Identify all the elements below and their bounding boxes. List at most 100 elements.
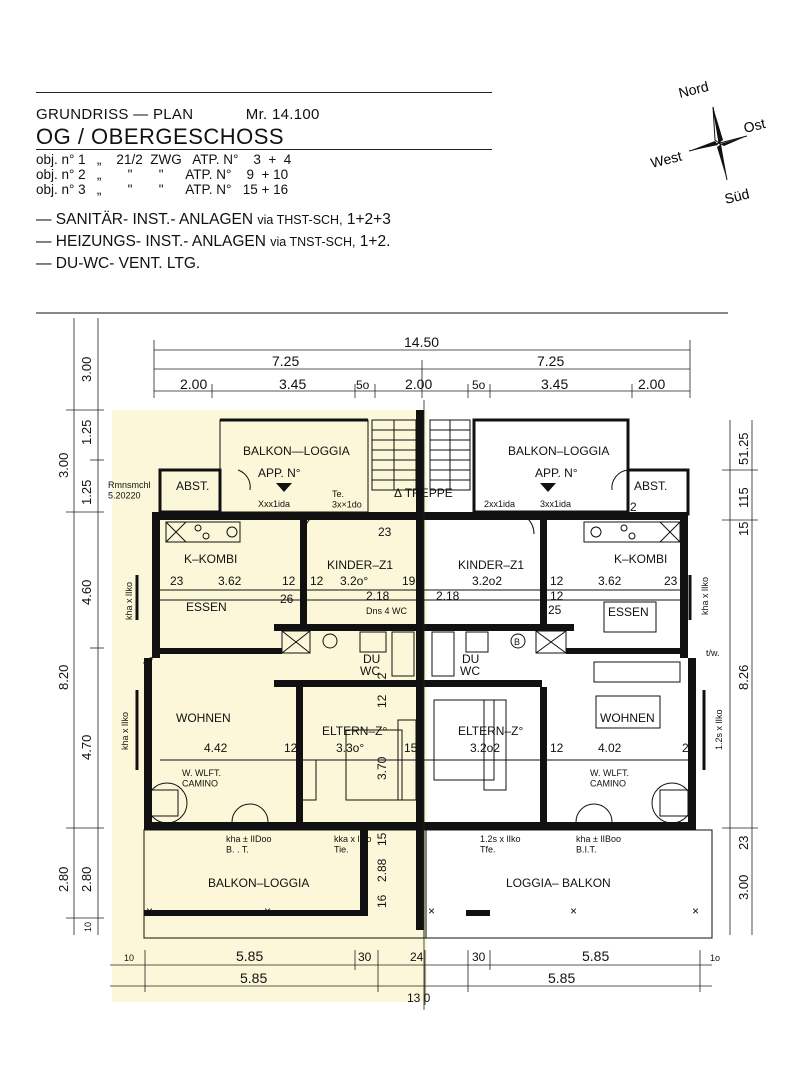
dim-bottom-3: 30 — [358, 950, 372, 964]
installation-sanitaer: — SANITÄR- INST.- ANLAGEN via THST-SCH, … — [36, 211, 391, 228]
left-abst-label: ABST. — [176, 479, 209, 493]
left-wohnen-label: WOHNEN — [176, 711, 231, 725]
svg-text:×: × — [264, 904, 271, 918]
dim-left-10: 10 — [83, 922, 93, 932]
right-app-sub2: 3xx1ida — [540, 499, 571, 509]
left-essen-label: ESSEN — [186, 600, 227, 614]
right-app-sub1: 2xx1ida — [484, 499, 515, 509]
right-kinder-dim-1: 2.18 — [436, 589, 460, 603]
left-camino-label: W. WLFT.CAMINO — [182, 768, 221, 788]
right-kinder-label: KINDER–Z1 — [458, 558, 524, 572]
right-kinder-area: 3.2o2 — [472, 574, 502, 588]
left-balkon-bottom-label: BALKON–LOGGIA — [208, 876, 309, 890]
dim-left-3: 3.00 — [56, 453, 71, 478]
svg-text:×: × — [146, 904, 153, 918]
left-kinder-area: 3.2o° — [340, 574, 368, 588]
left-eltern-label: ELTERN–Z° — [322, 724, 387, 738]
left-essen-dim-1: 23 — [170, 574, 184, 588]
dim-left-6: 8.20 — [56, 665, 71, 690]
compass-east: Ost — [742, 115, 767, 136]
dim-right-5: 23 — [736, 836, 751, 850]
svg-text:×: × — [692, 904, 699, 918]
left-wohnen-area: 4.42 — [204, 741, 228, 755]
left-kinder-dim-3: 19 — [402, 574, 416, 588]
dim-bottom-center: 13 0 — [407, 991, 431, 1005]
dim-right-2: 115 — [736, 487, 751, 508]
dim-seg-2: 3.45 — [279, 376, 306, 392]
object-list: obj. n° 1 „ 21/2 ZWG ATP. N° 3 + 4 obj. … — [36, 152, 291, 197]
right-essen-dim-1: 12 — [550, 574, 564, 588]
left-eltern-area: 3.3o° — [336, 741, 364, 755]
compass-west: West — [649, 148, 684, 171]
object-line-1: obj. n° 1 „ 21/2 ZWG ATP. N° 3 + 4 — [36, 152, 292, 167]
right-window-label-1: kha x lIko — [700, 577, 710, 615]
right-balkon-bottom-label: LOGGIA– BALKON — [506, 876, 611, 890]
right-abst-label: ABST. — [634, 479, 667, 493]
dim-right-1: 51.25 — [736, 432, 751, 465]
plan-number: Mr. 14.100 — [245, 106, 320, 123]
left-window-label-2: kha x lIko — [120, 712, 130, 750]
right-k-kombi-label: K–KOMBI — [614, 552, 667, 566]
left-v16: 16 — [375, 894, 389, 908]
left-app-label: APP. N° — [258, 466, 301, 480]
dim-left-5: 4.60 — [79, 580, 94, 605]
plan-title: GRUNDRISS — PLAN Mr. 14.100 — [36, 106, 320, 123]
dim-bottom-row2-right: 5.85 — [548, 970, 575, 986]
treppe-label: Δ TREPPE — [394, 486, 453, 500]
left-du-label: DU — [363, 652, 380, 666]
right-wohnen-label: WOHNEN — [600, 711, 655, 725]
right-eltern-label: ELTERN–Z° — [458, 724, 523, 738]
left-k-kombi-label: K–KOMBI — [184, 552, 237, 566]
svg-text:×: × — [428, 904, 435, 918]
svg-text:×: × — [570, 904, 577, 918]
dim-left-1: 3.00 — [79, 357, 94, 382]
left-app-sub1: Xxx1ida — [258, 499, 290, 509]
right-balkon-top-label: BALKON–LOGGIA — [508, 444, 609, 458]
svg-text:B: B — [514, 637, 520, 647]
left-dns-label: Dns 4 WC — [366, 606, 408, 616]
dim-half-left: 7.25 — [272, 353, 299, 369]
highlight-left-unit — [112, 410, 427, 1002]
left-v12b: 12 — [375, 672, 389, 686]
object-line-3: obj. n° 3 „ " " ATP. N° 15 + 16 — [36, 182, 289, 197]
dimensions-left: 3.00 1.25 3.00 1.25 4.60 8.20 4.70 2.80 … — [56, 318, 104, 935]
left-wc-label: WC — [360, 664, 380, 678]
right-tiw-label: t/w. — [706, 648, 720, 658]
dim-right-4: 8.26 — [736, 665, 751, 690]
dim-bottom-7: 1o — [710, 953, 720, 963]
dim-right-3: 15 — [736, 522, 751, 536]
left-v288: 2.88 — [375, 858, 389, 882]
left-kinder-dim-5: 26 — [280, 592, 294, 606]
dim-seg-1: 2.00 — [180, 376, 207, 392]
left-unit-walls: × × — [135, 410, 427, 939]
dim-half-right: 7.25 — [537, 353, 564, 369]
dim-seg-5: 5o — [472, 378, 486, 392]
header-top-rule — [36, 92, 492, 93]
right-du-label: DU — [462, 652, 479, 666]
dim-bottom-1: 10 — [124, 953, 134, 963]
compass-rose: Nord Ost Süd West — [649, 78, 767, 207]
dimensions-bottom: 10 5.85 30 24 30 5.85 1o 5.85 5.85 13 0 — [110, 948, 720, 1005]
right-essen-label: ESSEN — [608, 605, 649, 619]
dim-left-2: 1.25 — [79, 420, 94, 445]
dim-seg-6: 3.45 — [541, 376, 568, 392]
left-kinder-dim-4: 23 — [378, 525, 392, 539]
left-app-sub2: Te.3x×1do — [332, 489, 362, 509]
right-essen-dim-3: 23 — [664, 574, 678, 588]
header-mid-rule — [36, 149, 492, 150]
right-unit-walls: B — [423, 418, 713, 939]
installation-list: — SANITÄR- INST.- ANLAGEN via THST-SCH, … — [36, 209, 391, 274]
right-abst-num: 2 — [630, 500, 637, 514]
right-wohnen-dim-1: 12 — [550, 741, 564, 755]
dim-bottom-5: 30 — [472, 950, 486, 964]
right-unit-labels: BALKON–LOGGIA APP. N° 2xx1ida 3xx1ida AB… — [436, 444, 724, 890]
left-eltern-dim-2: 3.70 — [375, 756, 389, 780]
left-wohnen-12: 12 — [284, 741, 298, 755]
dim-bottom-4: 24 — [410, 950, 424, 964]
right-wohnen-area: 4.02 — [598, 741, 622, 755]
dim-left-4: 1.25 — [79, 480, 94, 505]
